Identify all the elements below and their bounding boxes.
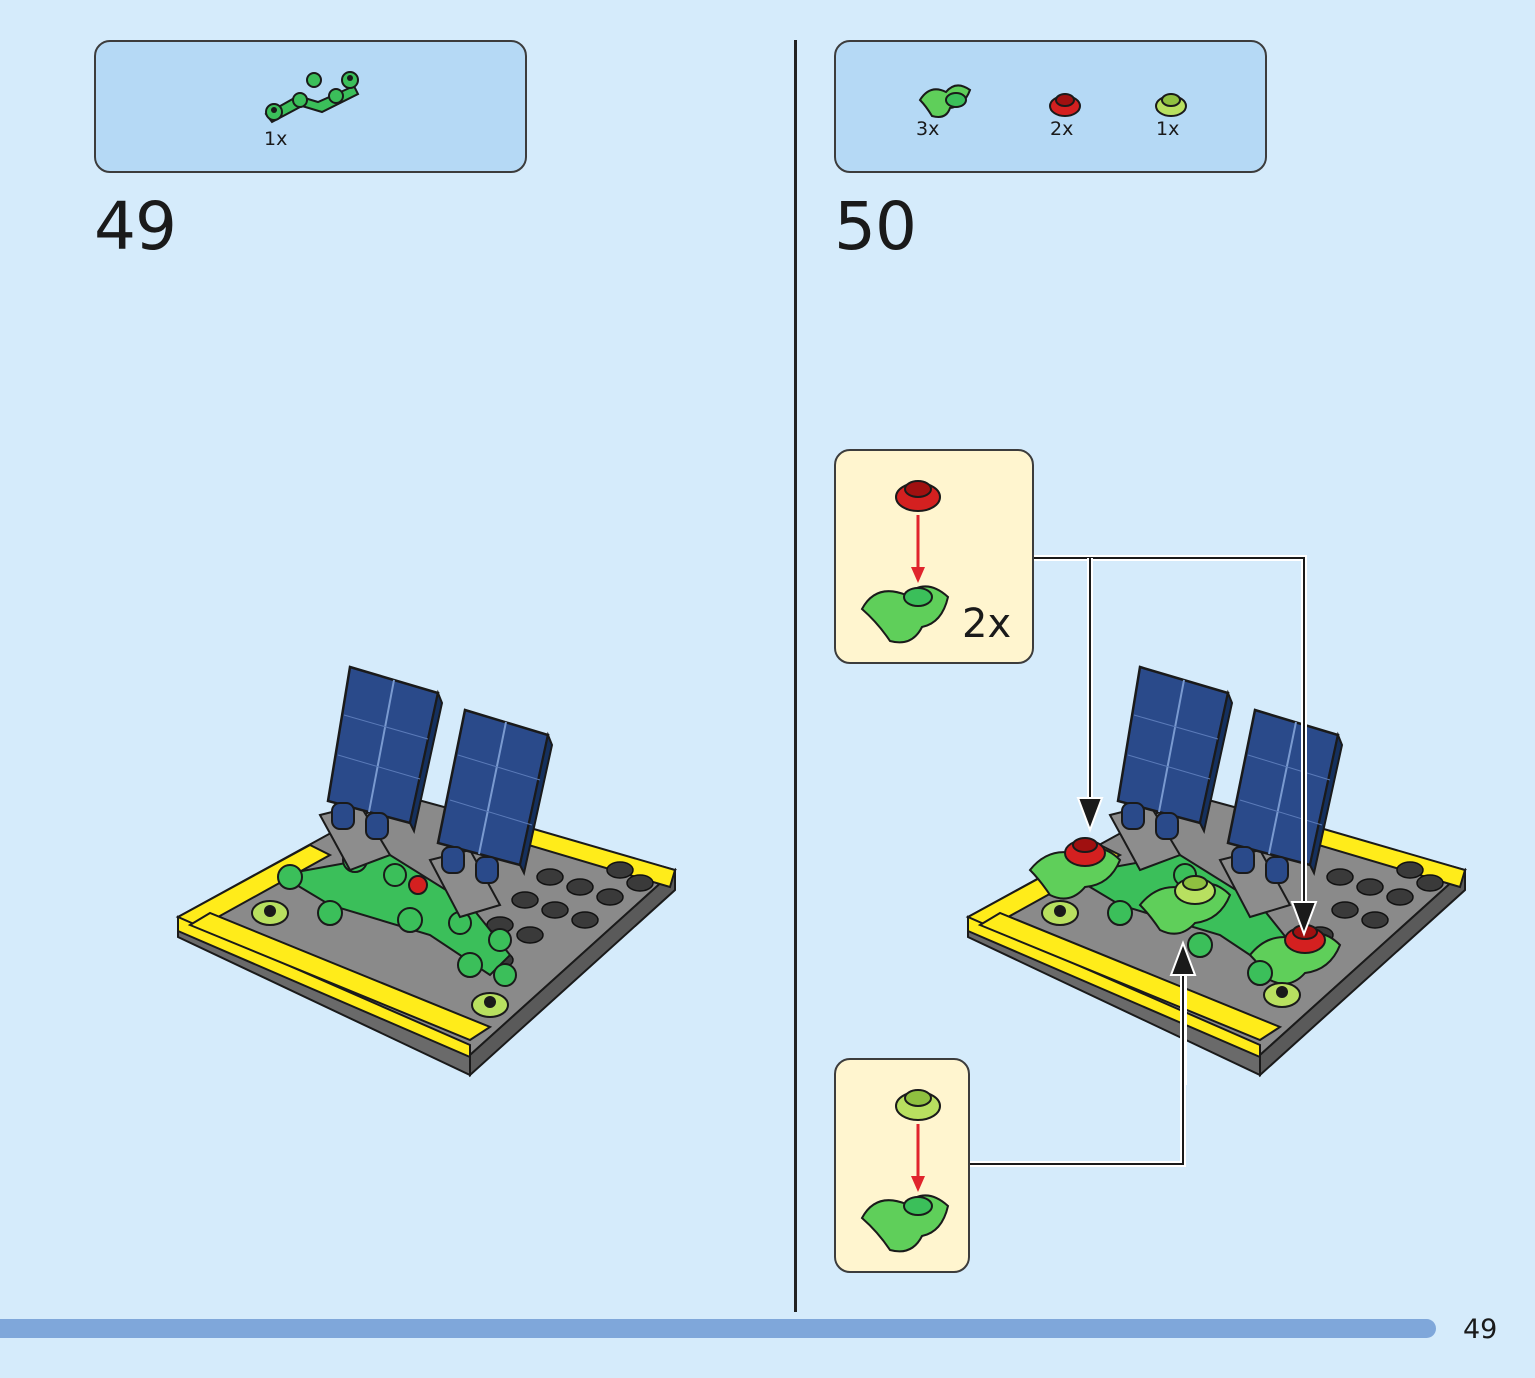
solar-panel-icon (1226, 708, 1344, 876)
callout-lime-flower (834, 1058, 970, 1273)
step-number: 49 (94, 188, 177, 265)
red-flower-assembly-icon (860, 480, 950, 644)
parts-box-step-50: 3x 2x 1x (834, 40, 1267, 173)
parts-box-step-49: 1x (94, 40, 527, 173)
model-illustration-step-49 (175, 665, 678, 1078)
part-qty: 3x (916, 118, 940, 140)
part-qty: 2x (1050, 118, 1074, 140)
lime-round-flower-icon (1155, 93, 1187, 117)
callout-red-flower: 2x (834, 449, 1034, 664)
solar-panel-icon (326, 665, 444, 834)
green-branch-plate-icon (264, 71, 360, 124)
callout-multiplier: 2x (962, 601, 1012, 647)
page-divider (794, 40, 797, 1312)
page-number: 49 (1463, 1314, 1498, 1345)
progress-bar (0, 1319, 1436, 1338)
connector-lime-flower (970, 940, 1197, 1167)
part-qty: 1x (264, 128, 288, 150)
solar-panel-icon (436, 708, 554, 876)
model-illustration-step-50 (965, 555, 1468, 1085)
green-leaf-plate-icon (918, 84, 972, 118)
lime-flower-assembly-icon (860, 1089, 950, 1253)
step-number: 50 (834, 188, 917, 265)
part-qty: 1x (1156, 118, 1180, 140)
red-round-flower-icon (1049, 93, 1081, 117)
solar-panel-icon (1116, 665, 1234, 834)
